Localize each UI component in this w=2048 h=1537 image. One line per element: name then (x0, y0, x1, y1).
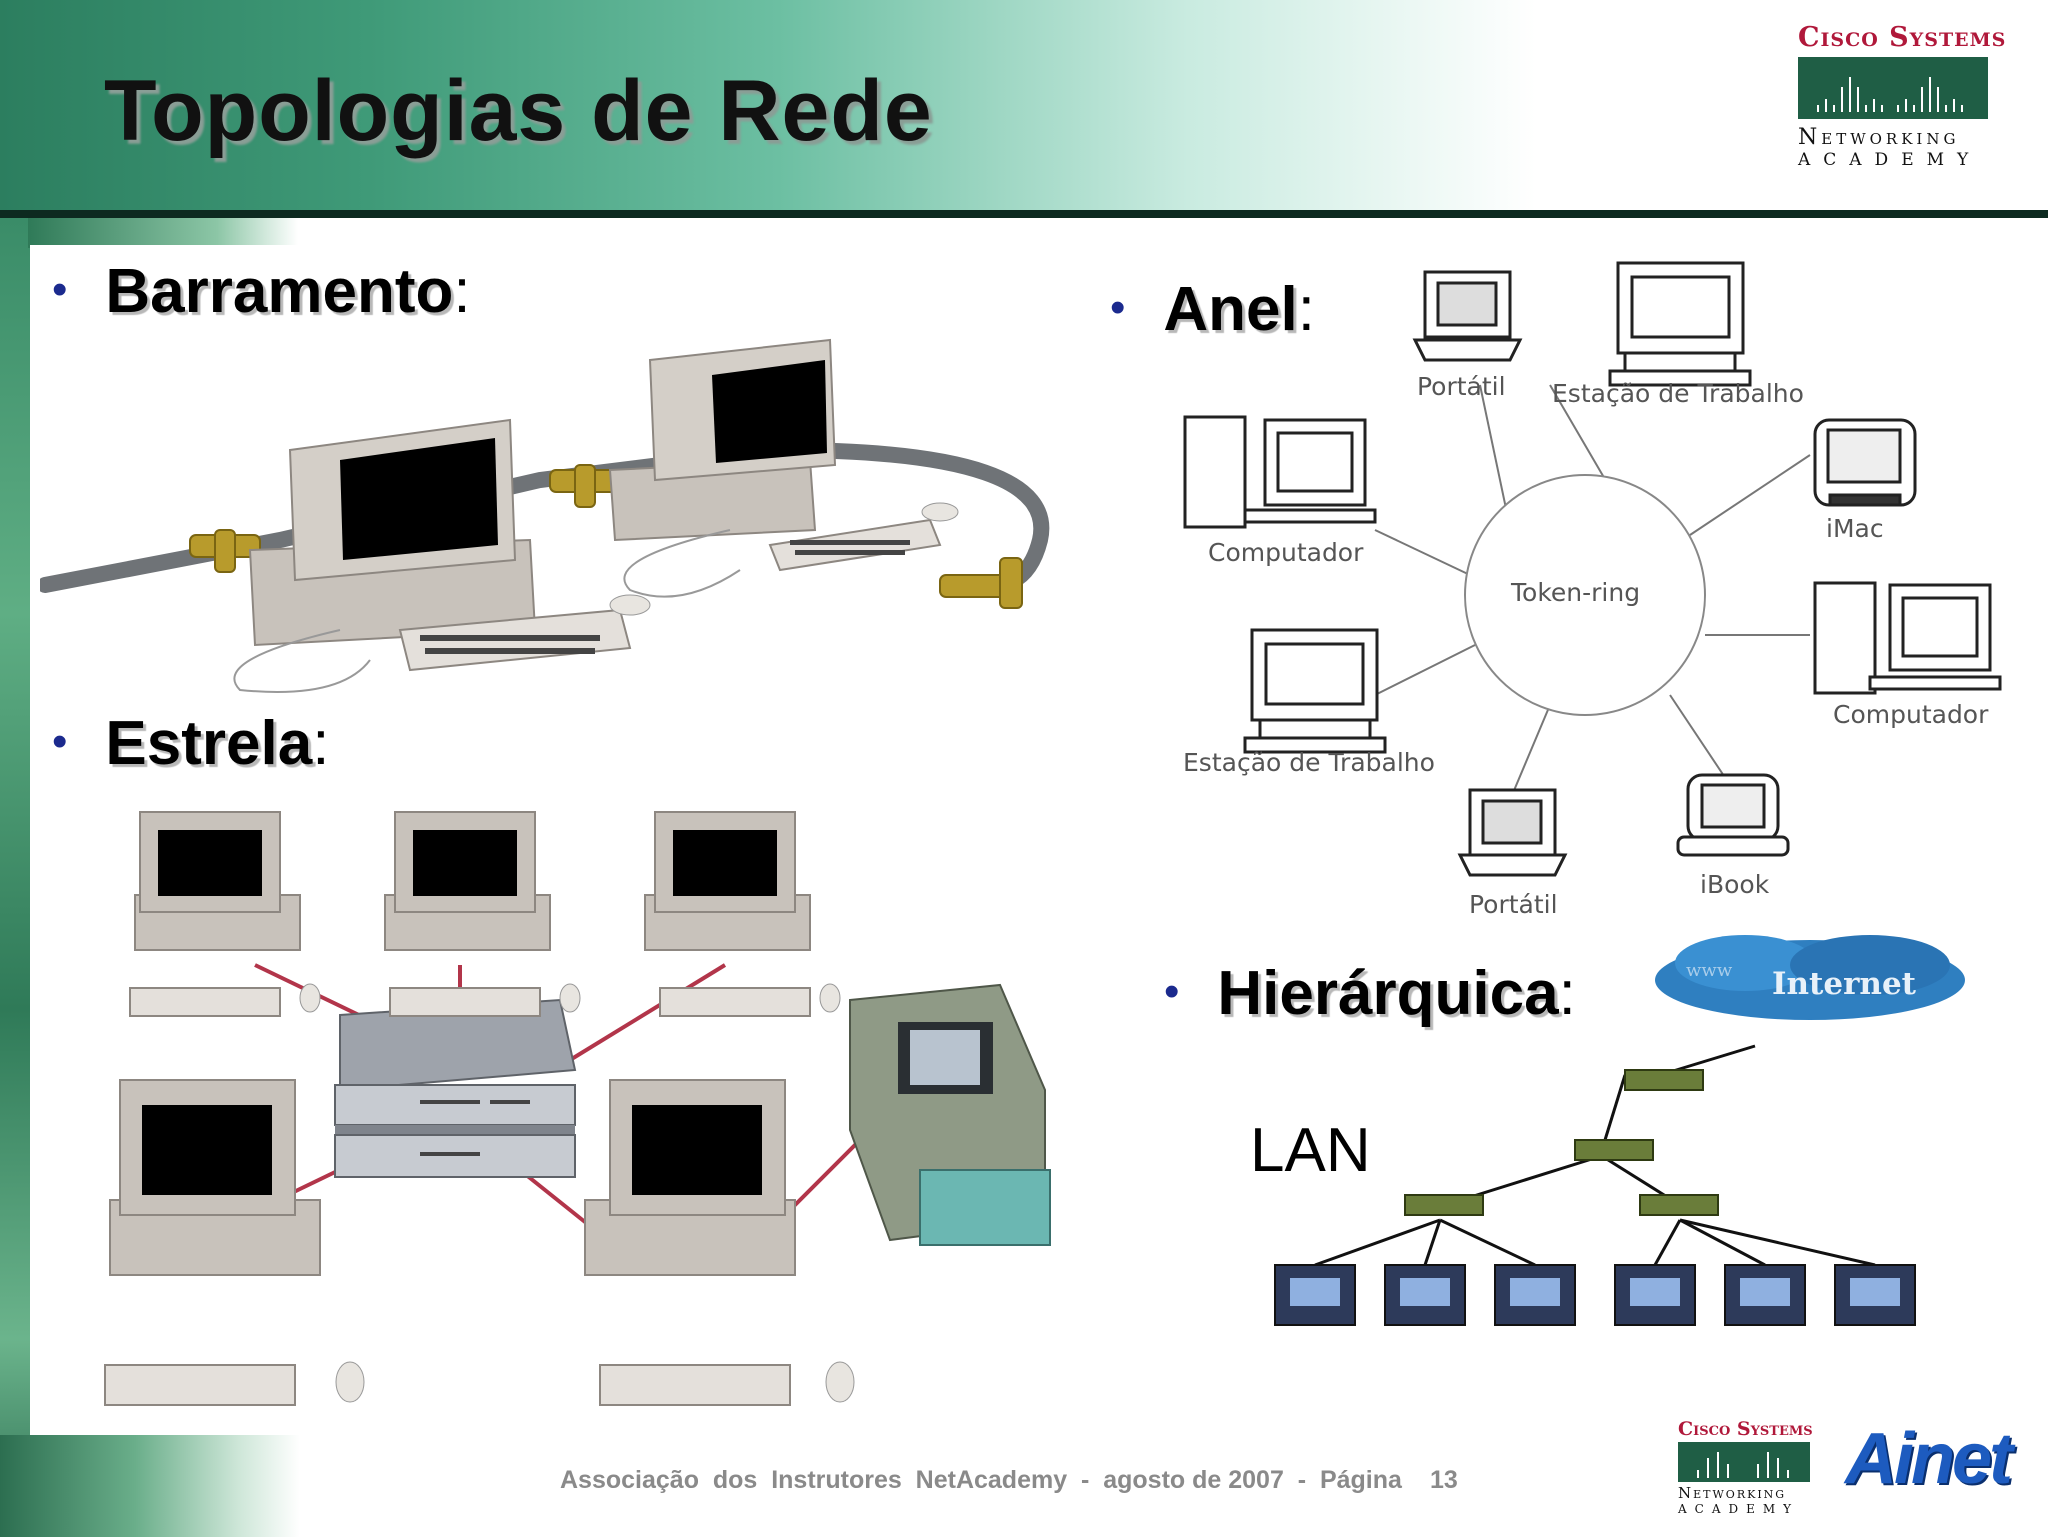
cloud-small-label: www (1686, 960, 1733, 981)
ring-node-label: Computador (1208, 538, 1364, 567)
footer-cisco-name: Cisco Systems (1678, 1418, 1813, 1440)
internet-cloud-icon (1655, 935, 1965, 1020)
ring-workstation-1 (1608, 261, 1752, 387)
cisco-logo: Cisco Systems Networking Academy (1798, 22, 2007, 182)
ring-computer-left (1183, 415, 1377, 529)
ring-center-label: Token-ring (1511, 578, 1641, 607)
star-computer-1 (129, 811, 301, 1017)
star-topology-illustration (104, 811, 1051, 1406)
bullet-colon: : (1297, 275, 1315, 344)
ring-node-label: Portátil (1469, 890, 1558, 919)
side-decoration-top (28, 218, 298, 248)
star-printer (849, 983, 1051, 1246)
bullet-dot: • (1110, 283, 1126, 332)
cisco-logo-name: Cisco Systems (1798, 22, 2007, 53)
ring-laptop-1 (1412, 270, 1523, 362)
ring-laptop-2 (1457, 788, 1568, 877)
ring-node-label: Computador (1833, 700, 1989, 729)
header-divider (0, 210, 2048, 218)
bullet-dot: • (52, 265, 68, 314)
ring-node-label: iBook (1700, 870, 1770, 899)
bullet-colon: : (453, 257, 471, 326)
bullet-term: Hierárquica (1217, 959, 1559, 1028)
bullet-barramento: • Barramento: (52, 256, 471, 327)
footer-caption: Associação dos Instrutores NetAcademy - … (560, 1466, 1402, 1494)
bullet-hierarquica: • Hierárquica: (1164, 958, 1576, 1029)
bus-computer-1 (233, 418, 651, 693)
bullet-estrela: • Estrela: (52, 708, 329, 779)
star-computer-2 (384, 811, 551, 1017)
page-number: 13 (1429, 1466, 1458, 1494)
bottom-decoration (0, 1435, 300, 1537)
bullet-term: Estrela (105, 709, 313, 778)
ring-node-label: iMac (1826, 514, 1884, 543)
bus-computer-2 (608, 338, 959, 598)
star-computer-4 (104, 1079, 321, 1406)
ring-node-label: Estação de Trabalho (1552, 379, 1804, 408)
ring-node-label: Portátil (1417, 372, 1506, 401)
star-hub (334, 998, 577, 1178)
footer-text: Associação dos Instrutores NetAcademy - … (560, 1466, 1458, 1495)
bullet-term: Anel (1163, 275, 1298, 344)
cisco-logo-networking: Networking (1798, 125, 1960, 150)
cisco-logo-academy: Academy (1798, 150, 1982, 170)
hierarchy-tree-diagram (1274, 1044, 1916, 1326)
ring-topology-diagram (1183, 261, 2002, 877)
header-banner (0, 0, 2048, 212)
ring-workstation-2 (1243, 628, 1387, 754)
bullet-colon: : (312, 709, 330, 778)
cisco-bridge-icon (1678, 1442, 1810, 1482)
token-ring-circle (1464, 474, 1706, 716)
ring-node-label: Estação de Trabalho (1183, 748, 1435, 777)
bullet-dot: • (52, 717, 68, 766)
star-computer-5 (584, 1079, 796, 1406)
cisco-bridge-icon (1798, 57, 1988, 119)
bullet-term: Barramento (105, 257, 454, 326)
bullet-colon: : (1558, 959, 1576, 1028)
ring-computer-right (1813, 581, 2002, 695)
bullet-dot: • (1164, 967, 1180, 1016)
bullet-anel: • Anel: (1110, 274, 1315, 345)
footer-cisco-logo: Cisco Systems Networking Academy (1678, 1418, 1818, 1516)
ainet-logo: Ainet (1845, 1419, 2013, 1499)
footer-cisco-academy: Academy (1678, 1502, 1800, 1516)
ring-imac (1813, 418, 1917, 507)
star-computer-3 (644, 811, 811, 1017)
ring-ibook (1676, 773, 1790, 857)
lan-label: LAN (1250, 1116, 1371, 1185)
footer-cisco-networking: Networking (1678, 1484, 1787, 1502)
bus-topology-illustration (40, 338, 1050, 693)
cloud-internet-label: Internet (1772, 966, 1916, 1002)
page-title: Topologias de Rede (104, 63, 933, 159)
